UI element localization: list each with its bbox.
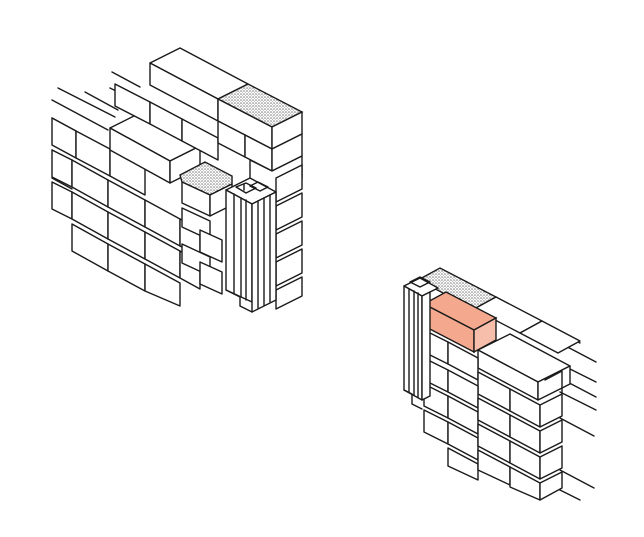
right-highlight-brick bbox=[422, 291, 498, 354]
left-corner-stippled-brick bbox=[179, 161, 233, 295]
right-wall-figure bbox=[403, 267, 597, 501]
left-window-frame-profile bbox=[225, 177, 277, 313]
right-wall-return-bricks bbox=[539, 370, 563, 501]
left-wall-figure bbox=[51, 47, 304, 313]
right-window-frame-profile bbox=[403, 276, 439, 410]
left-wall-return-bricks bbox=[275, 164, 303, 310]
